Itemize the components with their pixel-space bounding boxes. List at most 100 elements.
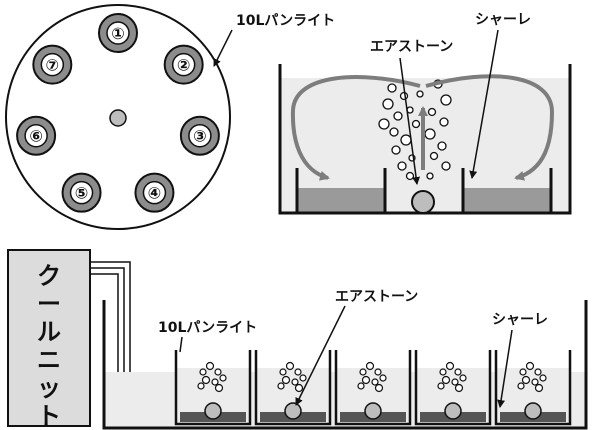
bubble (357, 382, 365, 390)
bottom-pan-callout (179, 336, 183, 353)
bubble (359, 368, 367, 376)
dish-slot-3: ③ (179, 115, 220, 156)
bubble (439, 117, 449, 127)
bubble (424, 128, 436, 140)
bubble (205, 361, 215, 371)
bottom-stone-callout (295, 305, 346, 406)
dish-slot-center (40, 52, 65, 77)
bubble (521, 375, 531, 385)
bubble (400, 134, 412, 146)
cooler-label-char: ー (37, 290, 61, 318)
dish-slots: ① ② ③ ④ ⑤ ⑥ ⑦ (16, 13, 220, 213)
bubble (427, 107, 437, 117)
bubble (531, 378, 539, 386)
bottom-pan-label: 10Lパンライト (158, 320, 257, 336)
bubble (519, 368, 527, 376)
top-callout-line (213, 29, 233, 67)
bubble (525, 361, 535, 371)
pan-5 (494, 350, 572, 426)
dish-slot-4: ④ (134, 172, 175, 213)
pan-wall (334, 350, 412, 426)
bubble (439, 368, 447, 376)
pan-1 (174, 350, 252, 426)
dish-slot-number: ③ (193, 127, 207, 146)
bubble (411, 119, 421, 129)
dish-slot-number: ① (111, 24, 125, 43)
bubble (199, 368, 207, 376)
top-pan-label: 10Lパンライト (236, 13, 335, 29)
bubble (294, 383, 304, 393)
bubble (445, 361, 455, 371)
bubble (214, 383, 224, 393)
cooler-label-char: ト (37, 402, 61, 430)
bubble (365, 361, 375, 371)
bubble (374, 383, 384, 393)
bubble (437, 141, 447, 151)
pan-wall (254, 350, 332, 426)
side-dish-callout (469, 29, 499, 179)
side-dish-label: シャーレ (475, 12, 531, 28)
dish-slot-number: ② (177, 56, 191, 75)
bubble (451, 378, 459, 386)
left-flow-arrow (290, 75, 421, 181)
bubble (382, 98, 394, 110)
pan-3 (334, 350, 412, 426)
bubble (281, 375, 291, 385)
cooler-unit (7, 249, 91, 427)
side-air-stone (411, 190, 435, 214)
bubble (454, 368, 462, 376)
dish-slot-number: ④ (148, 184, 162, 203)
pan-air-stone (524, 402, 542, 420)
bubble (459, 374, 467, 382)
right-flow-arrow (425, 74, 555, 181)
bubble (378, 118, 390, 130)
bubble (429, 151, 439, 161)
dish-slot-2: ② (163, 44, 204, 85)
pan-wall (174, 350, 252, 426)
right-dish (461, 168, 553, 215)
bubble (201, 375, 211, 385)
dish-slot-center (171, 52, 196, 77)
bubble (454, 383, 464, 393)
bubble (391, 145, 401, 155)
bubble (371, 378, 379, 386)
pan-air-stone (364, 402, 382, 420)
bottom-dish-callout (497, 329, 513, 408)
bubble (397, 161, 407, 171)
dish-slot-number: ⑦ (46, 56, 60, 75)
bottom-dish-label: シャーレ (492, 312, 548, 328)
bubble (279, 368, 287, 376)
bubble (426, 172, 434, 180)
dish-slot-1: ① (98, 13, 138, 53)
cooler-label-char: ル (37, 318, 61, 346)
bottom-stone-label: エアストーン (335, 289, 418, 305)
dish-slot-6: ⑥ (16, 115, 57, 156)
bubble (277, 382, 285, 390)
bubble (294, 368, 302, 376)
right-dish-sediment (463, 188, 551, 213)
cooler-label-char: ク (37, 262, 61, 290)
bubble (387, 83, 397, 93)
bubble (285, 361, 295, 371)
side-view: エアストーン シャーレ (278, 12, 572, 215)
bubble (379, 374, 387, 382)
pan-4 (414, 350, 492, 426)
bubble (211, 378, 219, 386)
dish-slot-center (69, 180, 94, 205)
bubble (405, 171, 415, 181)
bubble (440, 94, 452, 106)
bubble (299, 374, 307, 382)
dish-slot-number: ⑤ (75, 184, 89, 203)
dish-slot-number: ⑥ (29, 127, 43, 146)
dish-slot-center (142, 180, 167, 205)
pan-wall (494, 350, 572, 426)
outer-tank-wall (102, 300, 588, 430)
pan-2 (254, 350, 332, 426)
bubble (361, 375, 371, 385)
dish-slot-center (188, 123, 212, 148)
cooler-label-char: ニ (37, 346, 61, 374)
bubble (197, 382, 205, 390)
bubble (437, 382, 445, 390)
